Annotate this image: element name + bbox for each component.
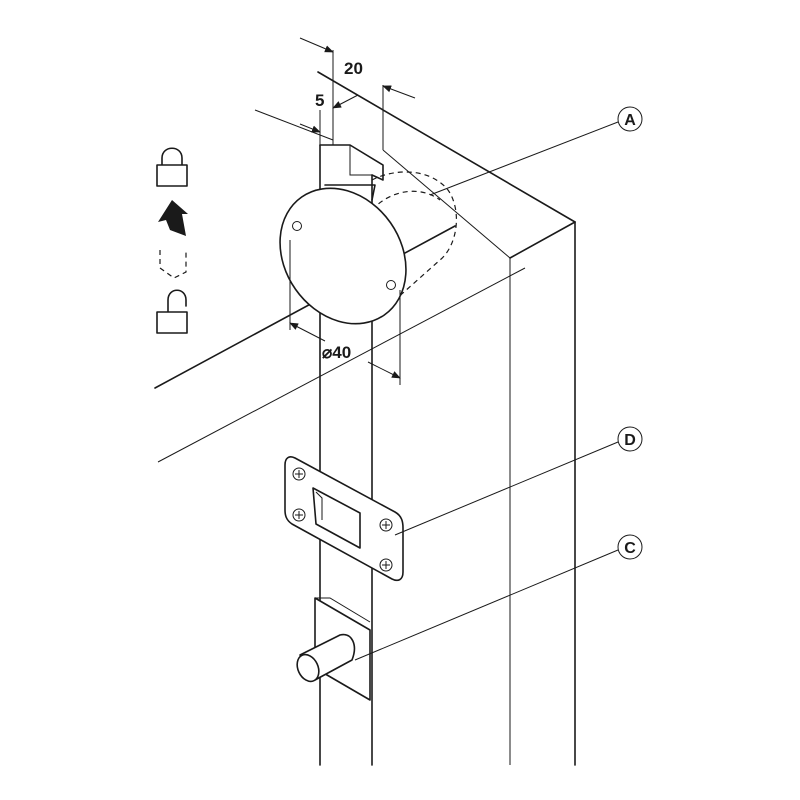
lock-face-plate <box>279 187 407 325</box>
door-lower-edge <box>157 267 526 463</box>
callout-a: A <box>429 106 643 196</box>
callout-c-label: C <box>624 540 636 557</box>
callout-c: C <box>354 534 643 661</box>
padlock-closed-icon <box>156 147 188 187</box>
cylinder-hidden-body <box>371 171 458 301</box>
bolt-stop <box>296 597 371 701</box>
dimension-20: 20 <box>299 37 416 150</box>
dim-offset-label: 5 <box>315 91 324 110</box>
strike-opening-inner <box>315 491 323 520</box>
panel-top-front-edge <box>509 221 576 259</box>
dimension-5: 5 <box>254 91 359 145</box>
screw-icon <box>379 518 393 532</box>
lock-screw-top <box>292 221 302 231</box>
screw-icon <box>292 467 306 481</box>
strike-plate-opening <box>312 487 361 549</box>
panel-top-face-line <box>382 149 511 259</box>
strip-notch-inner <box>349 145 372 176</box>
dim-diameter-label: ⌀40 <box>322 343 351 362</box>
panel-top-back-edge <box>317 71 576 223</box>
bolt-tip <box>296 653 320 683</box>
callout-d-label: D <box>624 432 636 449</box>
lock-key-slot <box>324 184 376 201</box>
lock-screw-bottom <box>386 280 396 290</box>
callout-a-label: A <box>624 112 636 129</box>
dim-width-label: 20 <box>344 59 363 78</box>
cabinet-panel <box>317 71 576 766</box>
cylinder-hidden-rim <box>371 190 441 211</box>
dimension-40: ⌀40 <box>289 240 401 385</box>
strip-top-notch <box>319 144 384 181</box>
padlock-open-icon <box>156 289 188 334</box>
push-up-arrow-icon <box>158 200 188 279</box>
screw-icon <box>379 558 393 572</box>
screw-icon <box>292 508 306 522</box>
strike-screws <box>292 467 393 572</box>
strike-plate <box>284 456 404 582</box>
callout-d: D <box>394 426 643 536</box>
lock-cylinder <box>279 171 458 325</box>
